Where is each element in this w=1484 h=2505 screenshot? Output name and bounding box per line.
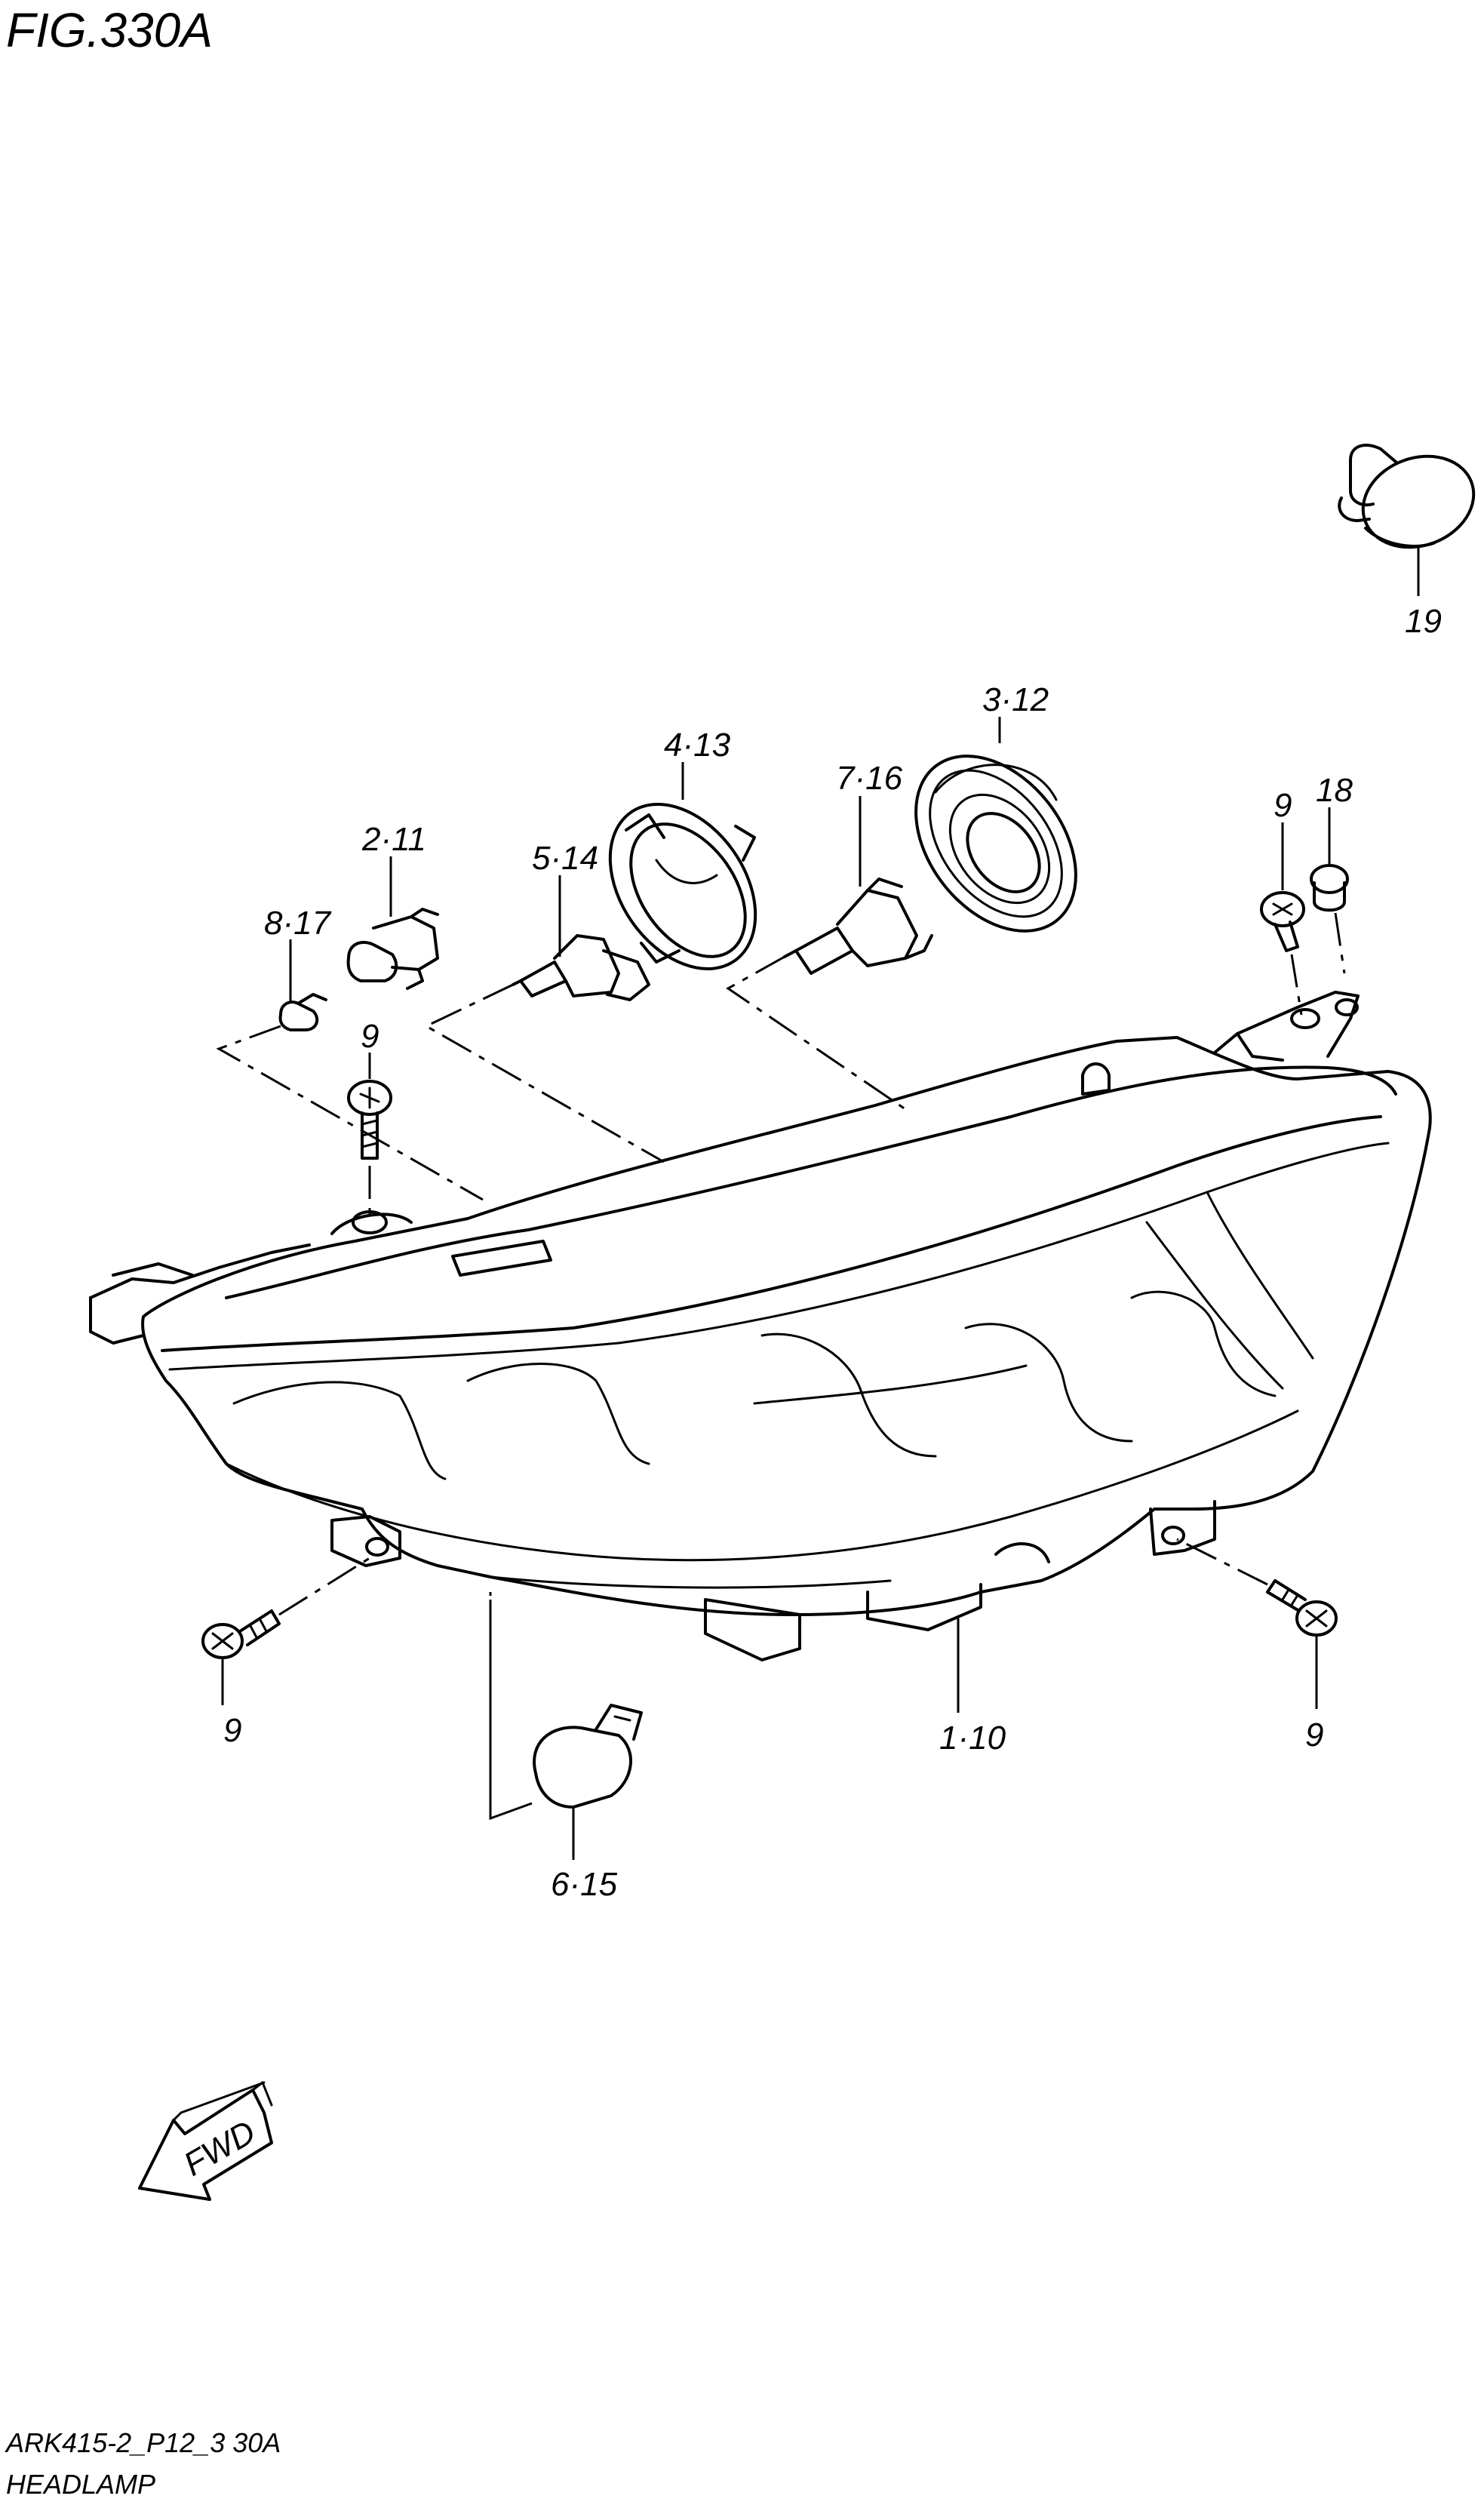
callout-9-top: 9 — [361, 1018, 379, 1055]
fwd-direction-arrow: FWD — [138, 2081, 273, 2201]
callout-3-12: 3·12 — [982, 681, 1049, 718]
part-18-grommet — [1310, 807, 1349, 974]
part-4-13-retainer — [608, 762, 757, 970]
part-1-10-headlamp-housing — [89, 991, 1432, 1713]
callout-9-right-top: 9 — [1274, 787, 1292, 824]
part-19-cap — [1338, 444, 1476, 596]
figure-title: FIG.330A — [6, 3, 213, 57]
part-9-screw-right — [1176, 1538, 1338, 1709]
callout-18: 18 — [1316, 772, 1353, 809]
part-9-screw-top — [347, 1053, 392, 1215]
part-6-15-wedge-bulb — [489, 1592, 643, 1860]
callout-19: 19 — [1405, 603, 1442, 640]
part-7-16-bulb — [783, 796, 933, 975]
callout-6-15: 6·15 — [551, 1866, 618, 1903]
callout-9-right: 9 — [1305, 1717, 1323, 1753]
figure-code: ARK415-2_P12_3 30A — [5, 2427, 281, 2458]
assembly-lines — [216, 955, 906, 1201]
callout-4-13: 4·13 — [664, 727, 731, 764]
figure-caption: HEADLAMP — [6, 2469, 155, 2500]
part-9-screw-left — [201, 1557, 370, 1705]
callout-7-16: 7·16 — [836, 760, 903, 797]
callout-1-10: 1·10 — [939, 1720, 1006, 1757]
part-3-12-seal — [914, 717, 1077, 933]
part-5-14-bulb — [512, 875, 650, 1001]
part-9-screw-right-top — [1260, 822, 1305, 1016]
part-8-17-small-bulb — [278, 939, 327, 1031]
callout-9-left: 9 — [223, 1712, 241, 1749]
callout-8-17: 8·17 — [264, 905, 332, 942]
callout-5-14: 5·14 — [532, 840, 598, 877]
part-2-11-socket — [346, 856, 439, 990]
callout-2-11: 2·11 — [361, 821, 426, 858]
